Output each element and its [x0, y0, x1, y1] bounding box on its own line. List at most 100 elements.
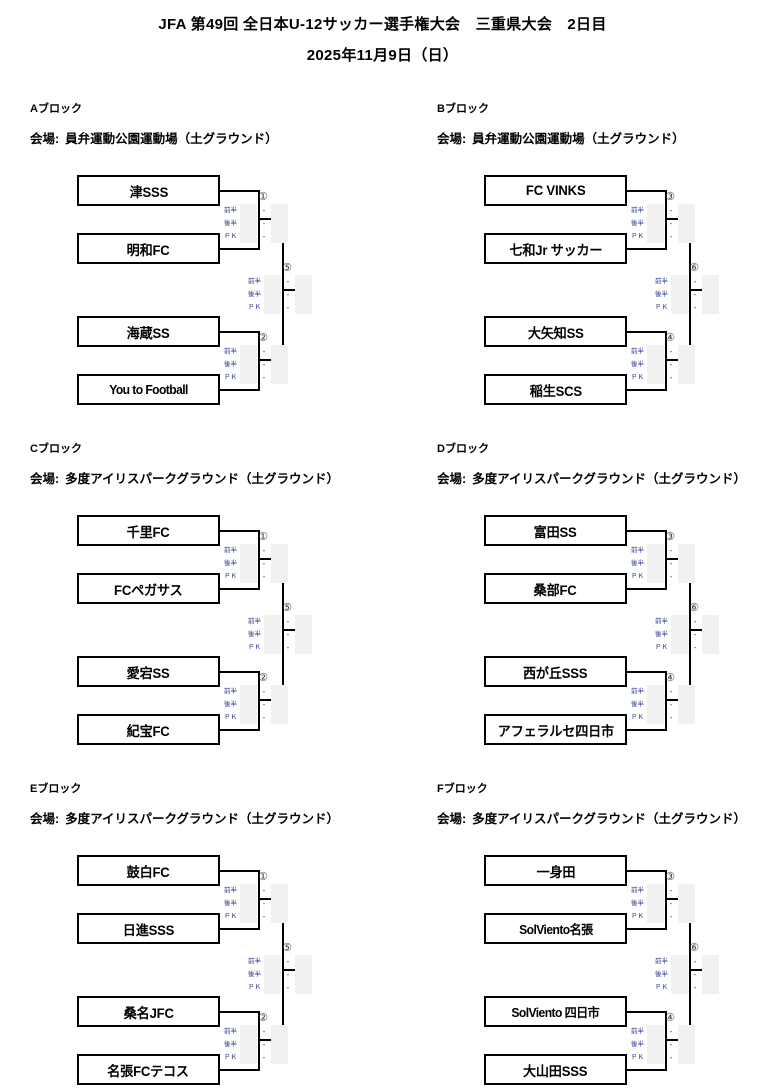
score-cell-left[interactable] [647, 230, 664, 243]
score-cell-left[interactable] [264, 275, 281, 288]
score-cell-right[interactable] [678, 685, 695, 698]
score-cell-right[interactable] [295, 641, 312, 654]
team-box[interactable]: 明和FC [77, 233, 220, 264]
score-cell-left[interactable] [264, 628, 281, 641]
score-cell-right[interactable] [271, 698, 288, 711]
score-cell-left[interactable] [240, 230, 257, 243]
score-cell-right[interactable] [271, 1051, 288, 1064]
team-box[interactable]: アフェラルセ四日市 [484, 714, 627, 745]
score-cell-right[interactable] [271, 544, 288, 557]
score-cell-right[interactable] [271, 371, 288, 384]
score-cell-left[interactable] [671, 615, 688, 628]
score-cell-right[interactable] [271, 230, 288, 243]
score-cell-left[interactable] [240, 1038, 257, 1051]
score-cell-left[interactable] [264, 301, 281, 314]
team-box[interactable]: 七和Jr サッカー [484, 233, 627, 264]
score-cell-right[interactable] [295, 275, 312, 288]
score-cell-right[interactable] [678, 371, 695, 384]
team-box[interactable]: SolViento名張 [484, 913, 627, 944]
team-box[interactable]: SolViento 四日市 [484, 996, 627, 1027]
score-cell-left[interactable] [264, 955, 281, 968]
score-cell-right[interactable] [271, 897, 288, 910]
score-cell-right[interactable] [702, 641, 719, 654]
score-cell-left[interactable] [671, 288, 688, 301]
team-box[interactable]: 桑部FC [484, 573, 627, 604]
score-cell-left[interactable] [240, 217, 257, 230]
score-cell-left[interactable] [671, 981, 688, 994]
score-cell-left[interactable] [647, 570, 664, 583]
team-box[interactable]: 桑名JFC [77, 996, 220, 1027]
score-cell-right[interactable] [702, 628, 719, 641]
score-cell-right[interactable] [271, 217, 288, 230]
score-cell-right[interactable] [678, 358, 695, 371]
score-cell-left[interactable] [671, 628, 688, 641]
score-cell-right[interactable] [271, 910, 288, 923]
score-cell-left[interactable] [240, 884, 257, 897]
score-cell-left[interactable] [671, 301, 688, 314]
score-cell-right[interactable] [702, 968, 719, 981]
team-box[interactable]: 千里FC [77, 515, 220, 546]
score-cell-left[interactable] [240, 897, 257, 910]
score-cell-left[interactable] [647, 698, 664, 711]
score-cell-left[interactable] [671, 641, 688, 654]
score-cell-left[interactable] [240, 698, 257, 711]
score-cell-right[interactable] [702, 615, 719, 628]
score-cell-left[interactable] [647, 897, 664, 910]
score-cell-right[interactable] [271, 1025, 288, 1038]
score-cell-left[interactable] [647, 711, 664, 724]
score-cell-left[interactable] [647, 217, 664, 230]
score-cell-right[interactable] [702, 981, 719, 994]
team-box[interactable]: 大矢知SS [484, 316, 627, 347]
score-cell-left[interactable] [264, 288, 281, 301]
score-cell-left[interactable] [671, 968, 688, 981]
score-cell-left[interactable] [240, 204, 257, 217]
score-cell-right[interactable] [295, 628, 312, 641]
score-cell-right[interactable] [702, 288, 719, 301]
score-cell-left[interactable] [240, 544, 257, 557]
score-cell-left[interactable] [647, 204, 664, 217]
score-cell-left[interactable] [647, 371, 664, 384]
score-cell-right[interactable] [295, 968, 312, 981]
score-cell-right[interactable] [702, 275, 719, 288]
score-cell-left[interactable] [647, 1025, 664, 1038]
score-cell-right[interactable] [678, 1025, 695, 1038]
team-box[interactable]: FC VINKS [484, 175, 627, 206]
score-cell-right[interactable] [678, 910, 695, 923]
score-cell-left[interactable] [264, 615, 281, 628]
score-cell-right[interactable] [678, 711, 695, 724]
score-cell-left[interactable] [264, 981, 281, 994]
team-box[interactable]: 富田SS [484, 515, 627, 546]
score-cell-left[interactable] [647, 1038, 664, 1051]
team-box[interactable]: 稲生SCS [484, 374, 627, 405]
team-box[interactable]: 西が丘SSS [484, 656, 627, 687]
score-cell-left[interactable] [240, 358, 257, 371]
score-cell-right[interactable] [678, 1038, 695, 1051]
score-cell-left[interactable] [647, 685, 664, 698]
score-cell-left[interactable] [264, 968, 281, 981]
score-cell-right[interactable] [271, 204, 288, 217]
score-cell-right[interactable] [678, 230, 695, 243]
score-cell-right[interactable] [678, 884, 695, 897]
score-cell-left[interactable] [647, 884, 664, 897]
score-cell-left[interactable] [671, 955, 688, 968]
score-cell-right[interactable] [295, 301, 312, 314]
score-cell-right[interactable] [271, 570, 288, 583]
score-cell-right[interactable] [271, 345, 288, 358]
team-box[interactable]: 一身田 [484, 855, 627, 886]
team-box[interactable]: 日進SSS [77, 913, 220, 944]
score-cell-right[interactable] [678, 557, 695, 570]
score-cell-right[interactable] [678, 698, 695, 711]
score-cell-right[interactable] [295, 615, 312, 628]
score-cell-right[interactable] [678, 897, 695, 910]
score-cell-right[interactable] [678, 1051, 695, 1064]
score-cell-left[interactable] [240, 1025, 257, 1038]
score-cell-left[interactable] [240, 685, 257, 698]
score-cell-left[interactable] [240, 345, 257, 358]
score-cell-right[interactable] [702, 301, 719, 314]
score-cell-left[interactable] [240, 371, 257, 384]
score-cell-left[interactable] [671, 275, 688, 288]
team-box[interactable]: 鼓白FC [77, 855, 220, 886]
team-box[interactable]: 海蔵SS [77, 316, 220, 347]
score-cell-right[interactable] [678, 217, 695, 230]
score-cell-left[interactable] [647, 1051, 664, 1064]
